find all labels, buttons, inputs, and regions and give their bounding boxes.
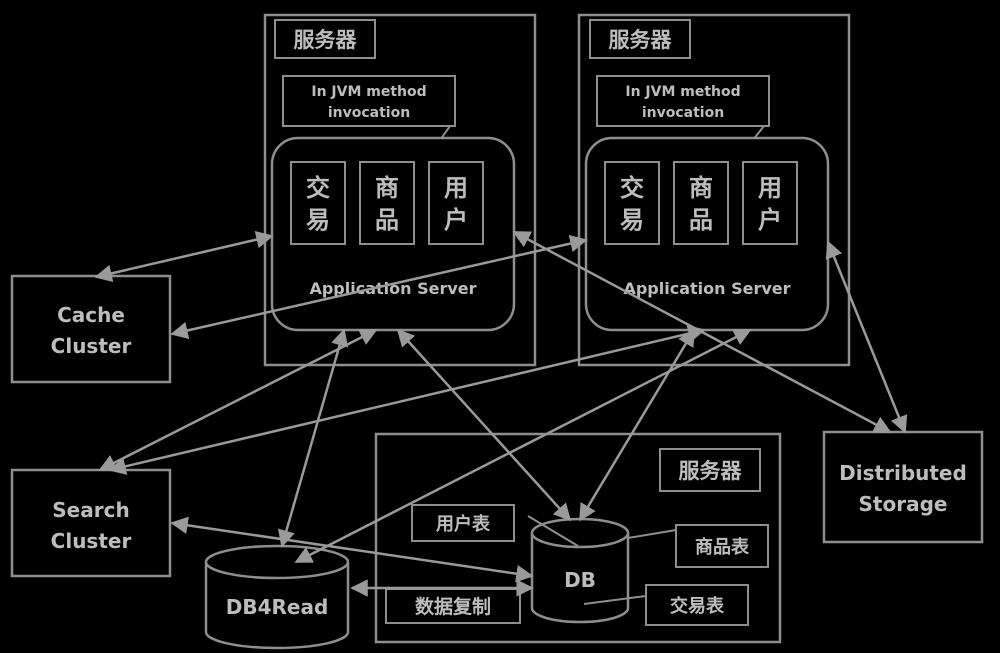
- svg-text:户: 户: [758, 206, 782, 234]
- db4read-cylinder: DB4Read: [204, 544, 350, 650]
- svg-text:用: 用: [444, 174, 468, 202]
- module-trade: 交 易: [604, 161, 660, 245]
- svg-text:Cache: Cache: [57, 303, 125, 327]
- server-right: 服务器 In JVM method invocation 交 易 商 品 用 户…: [577, 13, 851, 367]
- app-server-left-label: Application Server: [309, 279, 476, 298]
- module-product: 商 品: [359, 161, 415, 245]
- server-right-jvm-line2: invocation: [642, 105, 724, 121]
- db-cylinder: DB: [530, 517, 630, 624]
- table-trade: 交易表: [670, 595, 725, 617]
- table-product: 商品表: [695, 536, 750, 558]
- server-left-jvm-line2: invocation: [328, 105, 410, 121]
- server-right-label: 服务器: [609, 28, 673, 52]
- svg-text:户: 户: [444, 206, 468, 234]
- svg-text:品: 品: [375, 206, 399, 234]
- svg-text:Distributed: Distributed: [839, 461, 967, 485]
- distributed-storage: Distributed Storage: [822, 430, 984, 544]
- server-left-jvm-line1: In JVM method: [311, 84, 426, 100]
- svg-text:商: 商: [689, 174, 713, 202]
- app-server-right-label: Application Server: [623, 279, 790, 298]
- svg-text:Search: Search: [52, 498, 129, 522]
- svg-text:交: 交: [620, 174, 644, 202]
- cache-cluster: Cache Cluster: [10, 274, 172, 384]
- db-label: DB: [564, 568, 596, 592]
- table-user: 用户表: [436, 513, 491, 535]
- svg-text:Storage: Storage: [859, 492, 948, 516]
- svg-text:品: 品: [689, 206, 713, 234]
- server-right-jvm-line1: In JVM method: [625, 84, 740, 100]
- search-cluster: Search Cluster: [10, 468, 172, 578]
- svg-text:Cluster: Cluster: [51, 529, 132, 553]
- svg-text:商: 商: [375, 174, 399, 202]
- svg-text:易: 易: [620, 206, 644, 234]
- db-server: 服务器 用户表 商品表 交易表 数据复制 DB: [374, 432, 782, 644]
- module-user: 用 户: [742, 161, 798, 245]
- db4read-label: DB4Read: [226, 595, 329, 619]
- connector-arrows: [94, 230, 908, 597]
- replication-label: 数据复制: [415, 595, 491, 618]
- svg-text:用: 用: [758, 174, 782, 202]
- server-left: 服务器 In JVM method invocation 交 易 商 品 用 户…: [263, 13, 537, 367]
- svg-text:Cluster: Cluster: [51, 334, 132, 358]
- module-user: 用 户: [428, 161, 484, 245]
- module-product: 商 品: [673, 161, 729, 245]
- svg-text:易: 易: [306, 206, 330, 234]
- svg-text:交: 交: [306, 174, 330, 202]
- db-server-label: 服务器: [679, 459, 743, 483]
- server-left-label: 服务器: [294, 28, 358, 52]
- module-trade: 交 易: [290, 161, 346, 245]
